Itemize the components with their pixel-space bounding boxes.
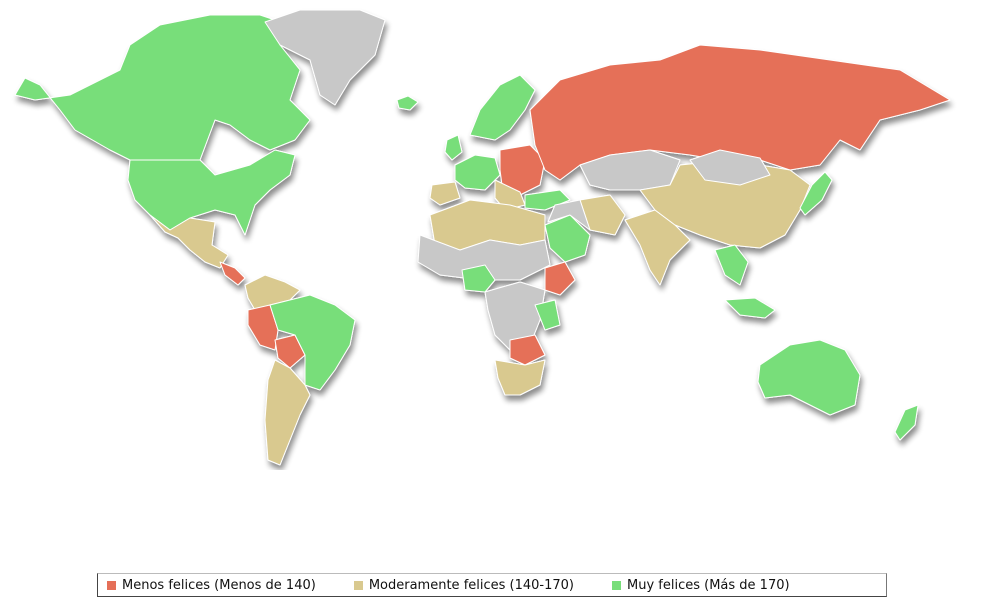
- legend-label-low: Menos felices (Menos de 140): [122, 577, 316, 593]
- country-mongolia[interactable]: [689, 149, 771, 186]
- legend-swatch-moderate: [353, 580, 363, 590]
- legend-swatch-low: [107, 580, 116, 590]
- country-new-zealand[interactable]: [894, 404, 919, 441]
- country-zimbabwe-zambia[interactable]: [509, 334, 546, 366]
- legend-item-moderate: Moderamente felices (140-170): [353, 577, 574, 593]
- legend-item-high: Muy felices (Más de 170): [612, 578, 790, 593]
- country-bolivia[interactable]: [274, 334, 306, 369]
- country-greenland[interactable]: [264, 9, 386, 106]
- country-indonesia[interactable]: [724, 297, 776, 319]
- legend-label-moderate: Moderamente felices (140-170): [368, 577, 574, 593]
- legend-label-high: Muy felices (Más de 170): [627, 577, 790, 593]
- country-iran[interactable]: [579, 194, 626, 236]
- country-nigeria[interactable]: [461, 264, 496, 293]
- country-japan[interactable]: [799, 171, 833, 216]
- country-iberia[interactable]: [429, 181, 461, 206]
- country-brazil[interactable]: [269, 294, 356, 391]
- legend-item-low: Menos felices (Menos de 140): [107, 578, 316, 593]
- country-australia[interactable]: [757, 339, 861, 416]
- country-canada[interactable]: [14, 14, 311, 161]
- country-ethiopia[interactable]: [544, 261, 576, 296]
- map-legend: Menos felices (Menos de 140) Moderamente…: [97, 573, 887, 597]
- country-east-africa[interactable]: [534, 299, 561, 331]
- world-map: [14, 9, 951, 466]
- country-scandinavia[interactable]: [469, 74, 536, 141]
- legend-swatch-high: [612, 580, 621, 590]
- country-eastern-europe[interactable]: [499, 144, 546, 196]
- country-central-america[interactable]: [219, 261, 246, 286]
- country-sahel[interactable]: [417, 234, 551, 281]
- country-southeast-asia[interactable]: [714, 244, 749, 286]
- country-iceland[interactable]: [396, 95, 419, 111]
- country-middle-east-other[interactable]: [547, 199, 591, 231]
- country-uk[interactable]: [444, 134, 463, 161]
- country-south-africa[interactable]: [494, 359, 546, 396]
- country-argentina-chile[interactable]: [264, 359, 311, 466]
- country-mexico[interactable]: [149, 214, 229, 269]
- country-usa[interactable]: [127, 149, 296, 236]
- country-western-europe[interactable]: [454, 154, 501, 191]
